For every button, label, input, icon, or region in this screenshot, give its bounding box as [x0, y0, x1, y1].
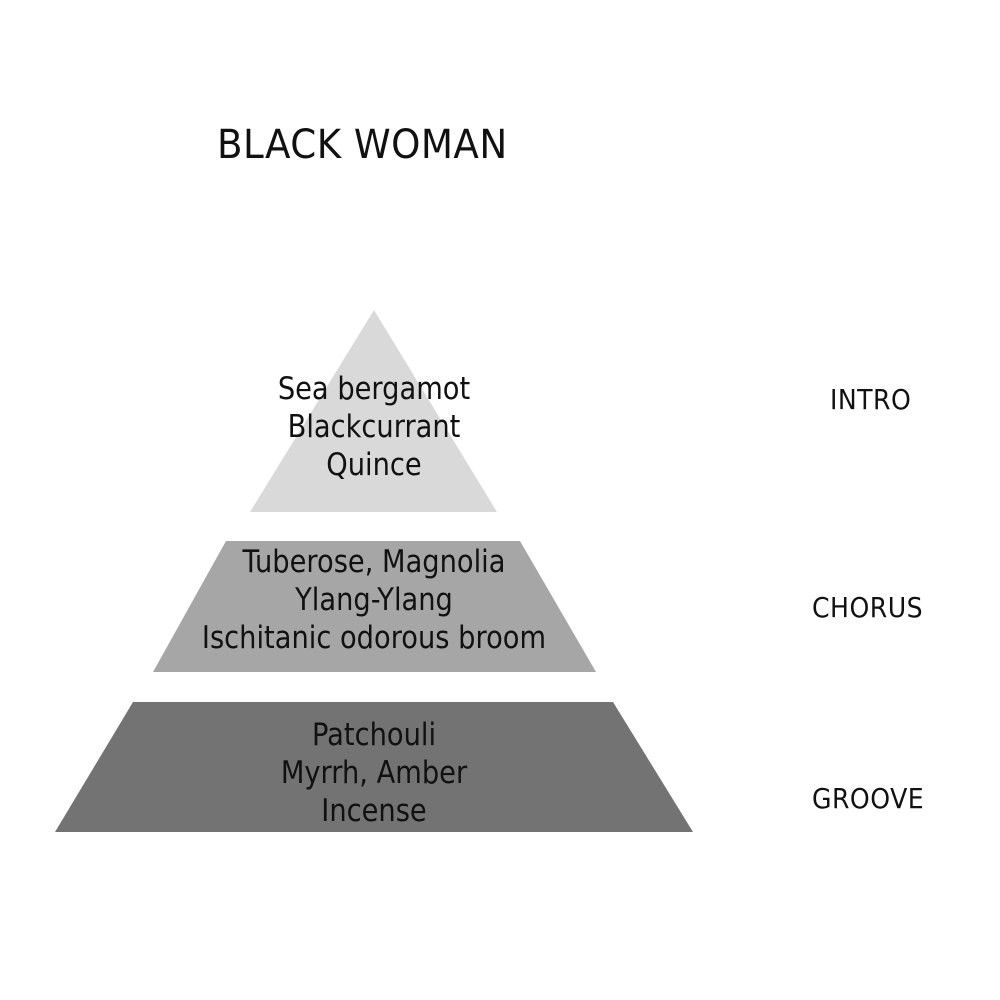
note: Quince: [326, 447, 422, 483]
page-title: BLACK WOMAN: [217, 122, 508, 168]
tier-middle-shape: [153, 541, 596, 672]
tier-base-notes: Patchouli Myrrh, Amber Incense: [198, 716, 550, 830]
note: Myrrh, Amber: [280, 755, 468, 791]
note: Incense: [321, 793, 427, 829]
tier-label-intro: INTRO: [830, 383, 912, 416]
note: Ischitanic odorous broom: [201, 620, 547, 656]
tier-top-notes: Sea bergamot Blackcurrant Quince: [242, 370, 506, 484]
note: Blackcurrant: [287, 409, 461, 445]
tier-label-chorus: CHORUS: [812, 591, 924, 624]
note: Tuberose, Magnolia: [242, 544, 506, 580]
tier-base-shape: [55, 702, 693, 832]
tier-label-groove: GROOVE: [812, 782, 925, 815]
note: Patchouli: [311, 717, 437, 753]
tier-top-shape: [250, 310, 497, 512]
tier-middle-notes: Tuberose, Magnolia Ylang-Ylang Ischitani…: [154, 543, 594, 657]
note: Ylang-Ylang: [295, 582, 453, 618]
note: Sea bergamot: [277, 371, 471, 407]
